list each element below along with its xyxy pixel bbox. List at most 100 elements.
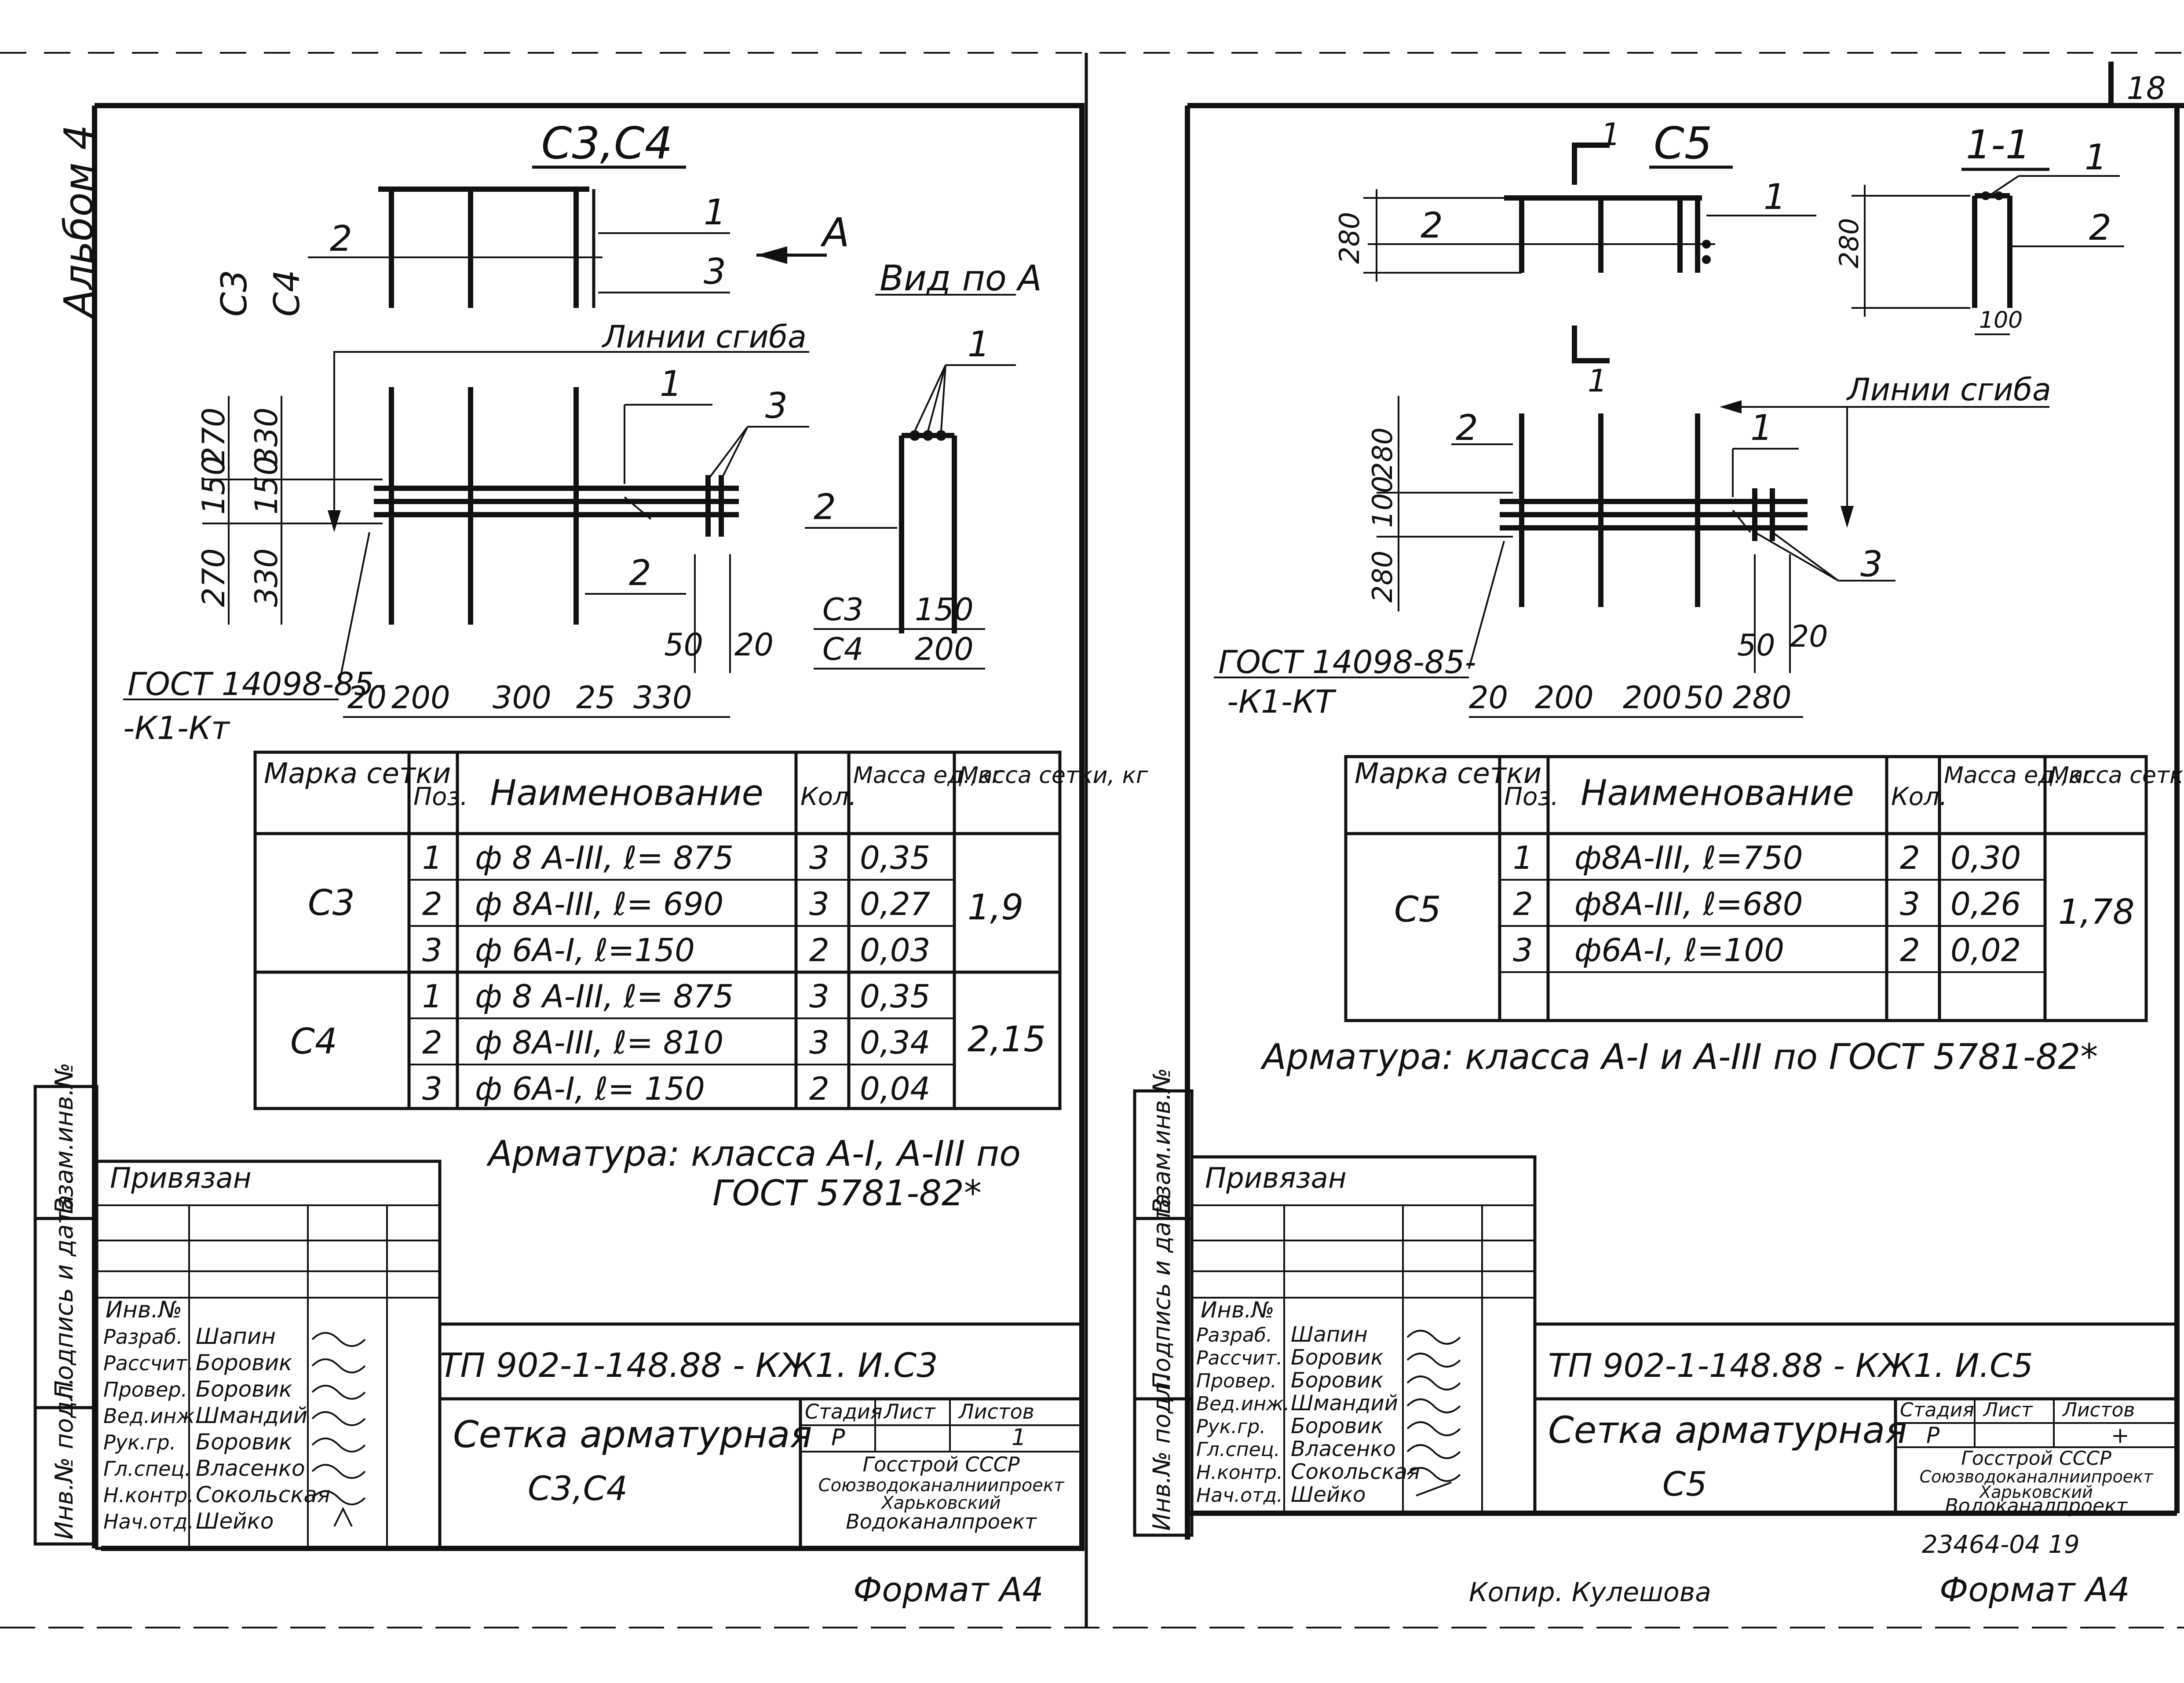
vdim-b3: 330 (248, 548, 285, 607)
plan-title: С5 (1654, 117, 1712, 169)
format-right: Формат А4 (1939, 1570, 2130, 1609)
c4-r2-name: ф 8А-III, ℓ= 810 (475, 1024, 723, 1061)
stamp-title-1: Сетка арматурная (1548, 1409, 1907, 1452)
bend-leader (333, 351, 589, 528)
title-block-right: Привязан Инв.№ Разраб. Шапин Рассчит. Бо… (1190, 1155, 2177, 1517)
stamp-left-frame (95, 1160, 442, 1550)
margin-sign: Подпись и дата (1148, 1193, 1176, 1390)
hdim-1: 20 (1469, 680, 1508, 716)
c3-r1-mass: 0,35 (860, 839, 930, 876)
section-marker-bottom (1572, 326, 1610, 363)
stamp-sheet-h: Лист (883, 1400, 936, 1423)
plan-pos-1: 1 (1750, 407, 1773, 448)
stamp-org-1: Госстрой СССР (1961, 1447, 2111, 1470)
plan-leader-3b (720, 426, 749, 480)
signatures (311, 1332, 366, 1527)
section-pos-2: 2 (2089, 207, 2111, 248)
gost-label-1: ГОСТ 14098-85- (1218, 644, 1476, 681)
view-arrow-letter: А (820, 210, 850, 256)
stamp-title-1: Сетка арматурная (453, 1413, 812, 1456)
name-1: Шапин (196, 1324, 276, 1349)
archive-number: 23464-04 19 (1922, 1530, 2080, 1559)
stamp-stage: Р (831, 1424, 845, 1451)
margin-inv: Инв.№ подл. (50, 1377, 79, 1540)
bend-arrow (328, 510, 341, 532)
c4-r2-mass: 0,34 (860, 1024, 930, 1061)
role-8: Нач.отд. (103, 1510, 194, 1533)
small-dim-2: 20 (734, 627, 774, 663)
hdim-3: 200 (1623, 680, 1682, 716)
bend-arrow-down (1841, 506, 1854, 528)
copier-label: Копир. Кулешова (1469, 1577, 1711, 1608)
plan-break (1732, 509, 1751, 533)
elev-dim-280: 280 (1333, 212, 1366, 264)
stamp-doc-code: ТП 902-1-148.88 - КЖ1. И.С3 (440, 1346, 938, 1385)
stamp-stage-h: Стадия (1900, 1399, 1974, 1421)
small-dim-1: 50 (1737, 628, 1775, 663)
section-leader-c (940, 365, 946, 432)
side-label-c3: С3 (214, 270, 255, 317)
name-3: Боровик (196, 1376, 292, 1402)
plan-pos-3: 3 (1860, 544, 1883, 585)
stamp-org-4: Водоканалпроект (1945, 1495, 2128, 1517)
hdim-3: 300 (493, 680, 551, 716)
view-label: Вид по А (880, 258, 1042, 299)
name-8: Шейко (196, 1508, 274, 1534)
role-6: Гл.спец. (1196, 1438, 1280, 1461)
section-marker-top-label: 1 (1601, 117, 1621, 153)
c4-r3-pos: 3 (422, 1070, 442, 1107)
stamp-title-2: С3,С4 (528, 1469, 628, 1508)
elev-pos-3: 3 (704, 251, 726, 292)
margin-replace: Взам.инв.№ (50, 1062, 79, 1214)
hdim-2: 200 (1535, 680, 1594, 716)
c5-r2-mass: 0,26 (1950, 885, 2021, 922)
vdim-2: 100 (1366, 476, 1399, 528)
total-c4: 2,15 (968, 1019, 1046, 1060)
mark-c3: С3 (308, 882, 355, 923)
sheet-c5: 1 С5 280 2 1 1-1 1 2 280 (1133, 103, 2184, 1609)
gost-label-2: -К1-КТ (1227, 683, 1337, 720)
vdim-a2: 150 (196, 456, 232, 515)
stamp-left-frame (1190, 1155, 1537, 1515)
name-6: Власенко (1291, 1437, 1396, 1461)
stamp-bound: Привязан (1205, 1162, 1347, 1195)
hdr-mark: Марка сетки (1355, 757, 1541, 790)
plan-pos-1: 1 (660, 363, 682, 404)
stamp-org-2: Союзводоканалниипроект (1920, 1467, 2154, 1486)
c3-r1-qty: 3 (809, 839, 829, 876)
role-2: Рассчит. (1196, 1347, 1282, 1369)
plan-leader-3a (707, 426, 749, 480)
hdr-qty: Кол. (800, 783, 857, 811)
name-6: Власенко (196, 1456, 305, 1481)
vdim-3: 280 (1366, 551, 1399, 603)
name-5: Боровик (1291, 1414, 1384, 1438)
stamp-stage-h: Стадия (805, 1400, 882, 1423)
stamp-bound: Привязан (110, 1162, 252, 1195)
plan-title: С3,С4 (541, 117, 673, 169)
c4-r1-pos: 1 (422, 978, 442, 1015)
role-1: Разраб. (1196, 1324, 1272, 1346)
section-c3-width: 150 (915, 592, 974, 628)
small-dim-1: 50 (664, 627, 703, 663)
plan-leader-3a (1754, 531, 1839, 582)
section-dot-2 (1994, 191, 2003, 200)
view-arrow-head (756, 246, 787, 264)
bend-label: Линии сгиба (601, 319, 807, 355)
role-5: Рук.гр. (1196, 1416, 1266, 1438)
margin-sign: Подпись и дата (50, 1195, 79, 1399)
elev-pos-2: 2 (1421, 205, 1443, 246)
section-title: 1-1 (1966, 122, 2031, 168)
c4-r2-qty: 3 (809, 1024, 829, 1061)
role-4: Вед.инж. (103, 1404, 201, 1428)
stamp-sheets-h: Листов (958, 1400, 1034, 1423)
c3-r2-name: ф 8А-III, ℓ= 690 (475, 885, 723, 922)
name-7: Сокольская (1291, 1460, 1420, 1484)
role-1: Разраб. (103, 1325, 183, 1349)
section-leader-a (914, 365, 946, 432)
section-dot-1 (909, 430, 920, 441)
c4-r1-mass: 0,35 (860, 978, 930, 1015)
mark-c4: С4 (290, 1021, 337, 1062)
gost-label-1: ГОСТ 14098-85- (128, 666, 386, 702)
stamp-org-3: Харьковский (880, 1493, 1001, 1513)
